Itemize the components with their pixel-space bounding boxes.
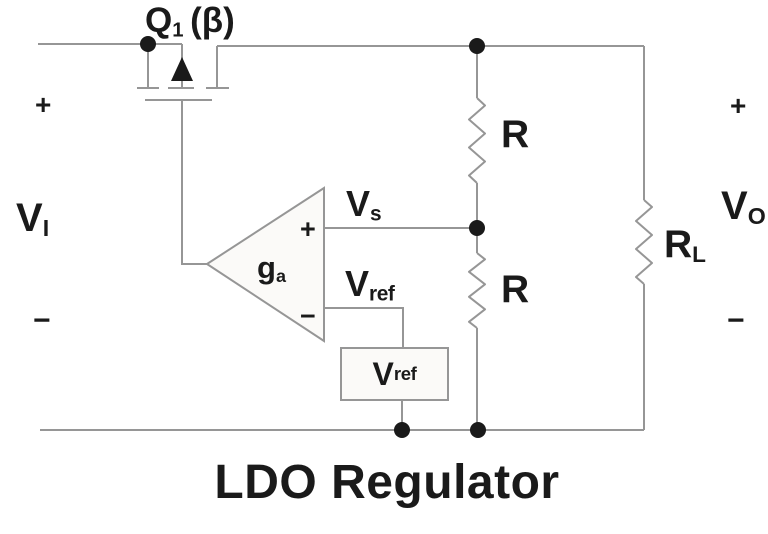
sense-node-sub: s <box>370 202 382 226</box>
sense-node-main: V <box>346 183 371 224</box>
load-resistor-label: RL <box>664 225 706 267</box>
transistor-beta-suffix: (β) <box>190 1 235 40</box>
transistor-label: Q1 (β) <box>145 3 235 41</box>
ref-wire-main: V <box>345 263 370 304</box>
output-plus-sign: + <box>730 90 747 121</box>
transistor-label-main: Q <box>145 1 173 40</box>
body-diode-arrow-icon <box>171 57 193 81</box>
junction-dot-output <box>469 38 485 54</box>
opamp-gain-main: g <box>257 250 276 285</box>
ref-source-sub: ref <box>393 363 417 384</box>
opamp-noninverting-sign: + <box>300 214 316 244</box>
ref-source-main: V <box>372 355 394 392</box>
resistor-r-top <box>468 97 486 184</box>
output-voltage-main: V <box>721 184 748 228</box>
junction-dot-divider-ground <box>470 422 486 438</box>
resistor-r-bottom <box>468 252 486 329</box>
output-minus-sign: − <box>727 304 745 337</box>
junction-dot-vref-ground <box>394 422 410 438</box>
output-voltage-label: VO <box>721 184 766 230</box>
ref-wire-label: Vref <box>345 263 395 306</box>
resistor-top-label: R <box>501 113 530 156</box>
opamp-gain-label: ga <box>257 252 286 285</box>
junction-dot-input <box>140 36 156 52</box>
input-voltage-sub: I <box>42 215 49 242</box>
input-plus-sign: + <box>35 89 52 120</box>
vref-source-box <box>340 347 449 401</box>
load-resistor-sub: L <box>692 241 706 267</box>
sense-node-label: Vs <box>346 183 382 226</box>
input-minus-sign: − <box>33 304 51 337</box>
opamp-inverting-sign: − <box>300 301 316 331</box>
ref-input-wire <box>324 307 404 348</box>
feedback-divider-branch <box>468 46 486 430</box>
input-voltage-main: V <box>16 196 43 240</box>
resistor-bottom-label: R <box>501 268 530 311</box>
input-voltage-label: VI <box>16 198 49 240</box>
output-voltage-sub: O <box>747 203 766 230</box>
transistor-label-sub: 1 <box>172 19 184 42</box>
opamp-gain-sub: a <box>275 265 286 286</box>
resistor-rl <box>635 199 653 285</box>
ref-wire-sub: ref <box>369 282 395 306</box>
load-resistor-main: R <box>664 223 693 266</box>
diagram-title: LDO Regulator <box>214 456 560 509</box>
opamp-triangle <box>205 186 325 343</box>
junction-dot-sense <box>469 220 485 236</box>
mosfet-gate-lead-wire <box>181 100 208 265</box>
